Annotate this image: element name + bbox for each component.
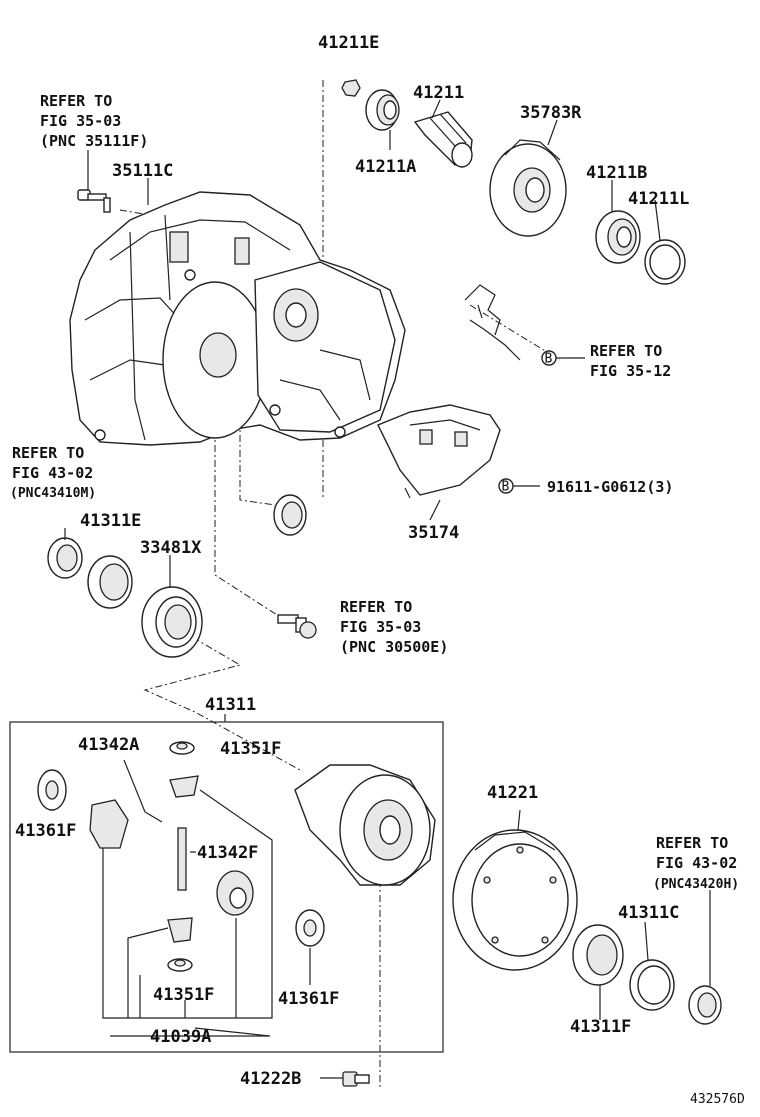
part-41342F-shaft[interactable] bbox=[177, 827, 187, 891]
case-bolt[interactable] bbox=[77, 189, 111, 213]
part-labels: 41211E 41211 41211A 35783R 41211B 41211L… bbox=[15, 33, 689, 1089]
part-41351F-bottom[interactable] bbox=[167, 958, 193, 972]
label-41351F-top: 41351F bbox=[220, 739, 281, 759]
kit-41039A-brackets bbox=[102, 759, 311, 1019]
part-35174-cover[interactable] bbox=[377, 404, 501, 499]
case-oil-seal[interactable] bbox=[273, 494, 307, 536]
part-41311F-bearing[interactable] bbox=[572, 924, 624, 986]
ref3-line1: REFER TO bbox=[12, 444, 84, 462]
side-bearing-left[interactable] bbox=[87, 555, 133, 609]
part-41211L-ring[interactable] bbox=[644, 239, 686, 285]
ref3-line3: (PNC43410M) bbox=[10, 486, 96, 501]
ref2-line2: FIG 35-12 bbox=[590, 362, 671, 380]
label-41342F: 41342F bbox=[197, 843, 258, 863]
part-41211A-shaft[interactable] bbox=[413, 111, 473, 168]
label-41039A: 41039A bbox=[150, 1027, 211, 1047]
label-41361F-right: 41361F bbox=[278, 989, 339, 1009]
part-41211B-bearing[interactable] bbox=[595, 210, 641, 264]
part-41311C-race[interactable] bbox=[629, 959, 675, 1011]
leader-lines bbox=[64, 99, 711, 1079]
ref4-line2: FIG 35-03 bbox=[340, 618, 421, 636]
ref1-line1: REFER TO bbox=[40, 92, 112, 110]
side-gear-right[interactable] bbox=[216, 870, 254, 916]
label-41211E: 41211E bbox=[318, 33, 379, 53]
ref4-line3: (PNC 30500E) bbox=[340, 638, 448, 656]
side-gear-left[interactable] bbox=[89, 799, 129, 849]
part-35783R-gear[interactable] bbox=[489, 139, 567, 237]
part-41311E-seal[interactable] bbox=[47, 537, 83, 579]
ref1-line3: (PNC 35111F) bbox=[40, 132, 148, 150]
label-41222B: 41222B bbox=[240, 1069, 301, 1089]
marker-b-2: B bbox=[498, 478, 514, 495]
plug-bolt[interactable] bbox=[277, 614, 317, 639]
part-41361F-right[interactable] bbox=[295, 909, 325, 947]
label-33481X: 33481X bbox=[140, 538, 202, 558]
ref4-line1: REFER TO bbox=[340, 598, 412, 616]
label-41311F: 41311F bbox=[570, 1017, 631, 1037]
differential-case[interactable] bbox=[294, 764, 436, 886]
pinion-gear-bottom[interactable] bbox=[167, 917, 193, 943]
label-41211A: 41211A bbox=[355, 157, 416, 177]
ref5-line1: REFER TO bbox=[656, 834, 728, 852]
label-41221: 41221 bbox=[487, 783, 538, 803]
label-35174: 35174 bbox=[408, 523, 459, 543]
part-33481X-seal[interactable] bbox=[141, 586, 203, 658]
label-35111C: 35111C bbox=[112, 161, 173, 181]
pinion-gear-top[interactable] bbox=[169, 775, 199, 798]
marker-b-1: B bbox=[541, 350, 557, 367]
differential-group-box bbox=[9, 714, 444, 1053]
svg-text:B: B bbox=[545, 352, 553, 367]
sensor-bracket[interactable] bbox=[464, 284, 521, 361]
reference-notes: REFER TO FIG 35-03 (PNC 35111F) REFER TO… bbox=[10, 92, 739, 892]
part-41211E[interactable] bbox=[341, 79, 361, 97]
label-41311E: 41311E bbox=[80, 511, 141, 531]
part-41351F-top[interactable] bbox=[169, 741, 195, 755]
part-41342A-pin[interactable] bbox=[144, 811, 163, 823]
label-41211L: 41211L bbox=[628, 189, 689, 209]
part-41222B-bolt[interactable] bbox=[342, 1071, 370, 1087]
label-41311: 41311 bbox=[205, 695, 256, 715]
label-91611: 91611-G0612(3) bbox=[547, 478, 673, 496]
side-seal-right[interactable] bbox=[688, 985, 722, 1025]
label-41211B: 41211B bbox=[586, 163, 647, 183]
label-41311C: 41311C bbox=[618, 903, 679, 923]
ref5-line3: (PNC43420H) bbox=[653, 877, 739, 892]
label-41351F-bottom: 41351F bbox=[153, 985, 214, 1005]
figure-id: 432576D bbox=[690, 1092, 745, 1107]
transaxle-case[interactable] bbox=[69, 191, 406, 446]
ref1-line2: FIG 35-03 bbox=[40, 112, 121, 130]
label-41211: 41211 bbox=[413, 83, 464, 103]
label-41342A: 41342A bbox=[78, 735, 139, 755]
part-41221-ring-gear[interactable] bbox=[452, 829, 578, 971]
ref2-line1: REFER TO bbox=[590, 342, 662, 360]
part-41211-bearing[interactable] bbox=[365, 89, 400, 131]
label-35783R: 35783R bbox=[520, 103, 582, 123]
part-41361F-left[interactable] bbox=[37, 769, 67, 811]
svg-text:B: B bbox=[502, 480, 510, 495]
ref3-line2: FIG 43-02 bbox=[12, 464, 93, 482]
ref5-line2: FIG 43-02 bbox=[656, 854, 737, 872]
label-41361F-left: 41361F bbox=[15, 821, 76, 841]
